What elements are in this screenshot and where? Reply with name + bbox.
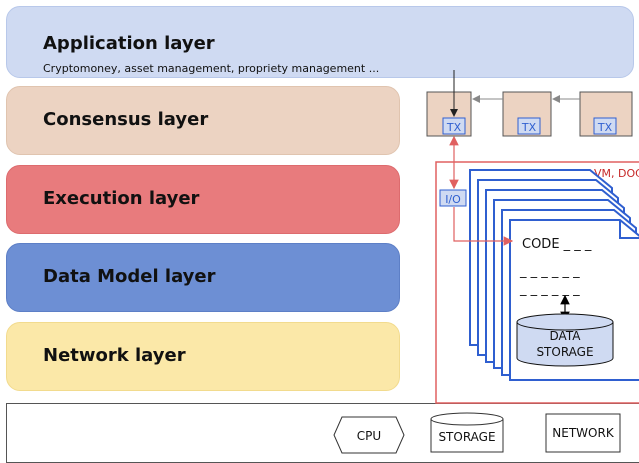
consensus-layer-title: Consensus layer	[43, 109, 209, 130]
network-layer-title: Network layer	[43, 345, 186, 366]
code-label: CODE _ _ _	[522, 237, 592, 252]
tx-label-2: TX	[521, 121, 537, 134]
application-layer-subtitle: Cryptomoney, asset management, propriety…	[43, 62, 380, 75]
application-layer: Application layer Cryptomoney, asset man…	[6, 6, 634, 78]
execution-layer: Execution layer	[6, 165, 400, 234]
data-storage-cylinder	[516, 313, 614, 367]
network-label: NETWORK	[552, 426, 615, 440]
block-2: TX	[502, 91, 552, 137]
block-1: TX	[426, 91, 472, 137]
tx-label-3: TX	[597, 121, 613, 134]
page-fold	[619, 220, 639, 239]
io-box	[439, 189, 467, 207]
cpu-hexagon	[333, 416, 405, 454]
data-model-layer: Data Model layer	[6, 243, 400, 312]
storage-label-1: DATA	[550, 329, 582, 343]
storage-cylinder-icon	[430, 412, 504, 453]
io-label: I/O	[445, 193, 461, 206]
network-box	[545, 413, 621, 453]
storage-label-2: STORAGE	[536, 345, 593, 359]
storage-label: STORAGE	[438, 430, 495, 444]
io-code-arrow	[453, 207, 514, 246]
code-dash-line-1: _ _ _ _ _ _	[519, 264, 580, 279]
consensus-layer: Consensus layer	[6, 86, 400, 155]
data-model-layer-title: Data Model layer	[43, 266, 216, 287]
tx-label-1: TX	[446, 121, 462, 134]
block-3: TX	[579, 91, 633, 137]
infrastructure-bar	[6, 403, 639, 463]
vm-title: VM, DOCKER..	[594, 167, 639, 180]
network-layer: Network layer	[6, 322, 400, 391]
execution-layer-title: Execution layer	[43, 188, 200, 209]
code-dash-line-2: _ _ _ _ _ _	[519, 282, 580, 297]
cpu-label: CPU	[357, 429, 381, 443]
application-layer-title: Application layer	[43, 33, 215, 54]
